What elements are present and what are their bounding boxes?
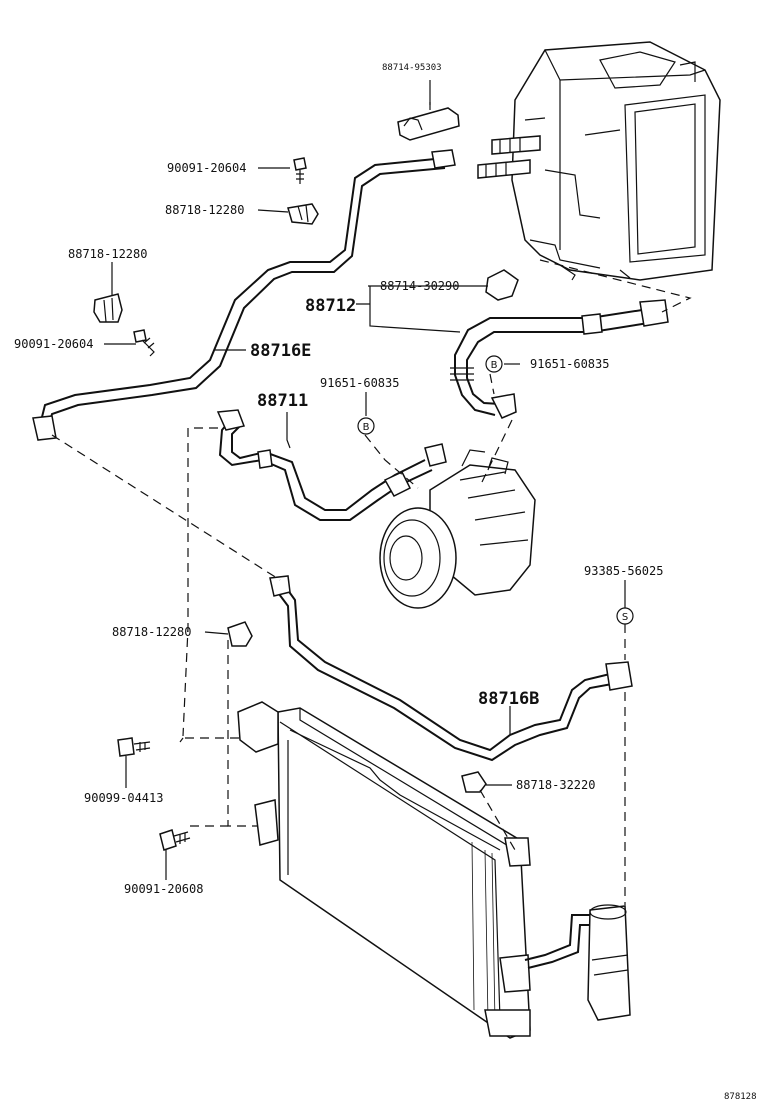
svg-text:B: B [491, 360, 498, 371]
label-90091-20604-left: 90091-20604 [14, 337, 93, 351]
label-90091-20608: 90091-20608 [124, 882, 203, 896]
hose-88711 [216, 409, 447, 521]
bolt-90091-20604-top [293, 157, 307, 184]
label-88718-12280-mid: 88718-12280 [112, 625, 191, 639]
hose-88712 [450, 299, 669, 419]
bolt-90099-04413 [117, 737, 151, 757]
callout-b-mid: B [357, 417, 375, 435]
label-88718-12280-left: 88718-12280 [68, 247, 147, 261]
condenser [237, 701, 531, 1039]
clamp-88718-12280-mid [227, 621, 253, 647]
label-91651-60835-right: 91651-60835 [530, 357, 609, 371]
label-88718-32220: 88718-32220 [516, 778, 595, 792]
label-88714-30290: 88714-30290 [380, 279, 459, 293]
evaporator-fittings [477, 135, 541, 179]
label-90099-04413: 90099-04413 [84, 791, 163, 805]
clamp-88718-32220 [461, 771, 487, 793]
label-91651-60835-mid: 91651-60835 [320, 376, 399, 390]
leader-lines [104, 80, 626, 880]
label-ref-code: 878128 [724, 1092, 757, 1102]
label-88716B: 88716B [478, 689, 539, 709]
svg-text:S: S [622, 612, 628, 623]
clamp-88718-12280-top [287, 203, 319, 225]
bracket-88714-30290 [485, 269, 519, 301]
label-88716E: 88716E [250, 341, 311, 361]
callout-s-right: S [616, 607, 634, 625]
compressor [379, 449, 536, 609]
receiver-dryer [524, 904, 631, 1021]
label-88714-95303: 88714-95303 [382, 63, 442, 73]
evaporator-unit [511, 41, 721, 281]
hose-88716E [32, 149, 456, 441]
pipe-88716B [269, 575, 633, 762]
label-88712: 88712 [305, 296, 356, 316]
grommet-88714-95303 [397, 102, 460, 141]
bolt-90091-20608 [159, 829, 191, 851]
svg-text:B: B [363, 422, 370, 433]
dashed-leaders [51, 259, 692, 905]
label-93385-56025: 93385-56025 [584, 564, 663, 578]
label-88711: 88711 [257, 391, 308, 411]
callout-b-right: B [485, 355, 503, 373]
clamp-88718-12280-left [93, 293, 123, 323]
label-88718-12280-top: 88718-12280 [165, 203, 244, 217]
label-90091-20604-top: 90091-20604 [167, 161, 246, 175]
bolt-90091-20604-left [133, 329, 155, 357]
